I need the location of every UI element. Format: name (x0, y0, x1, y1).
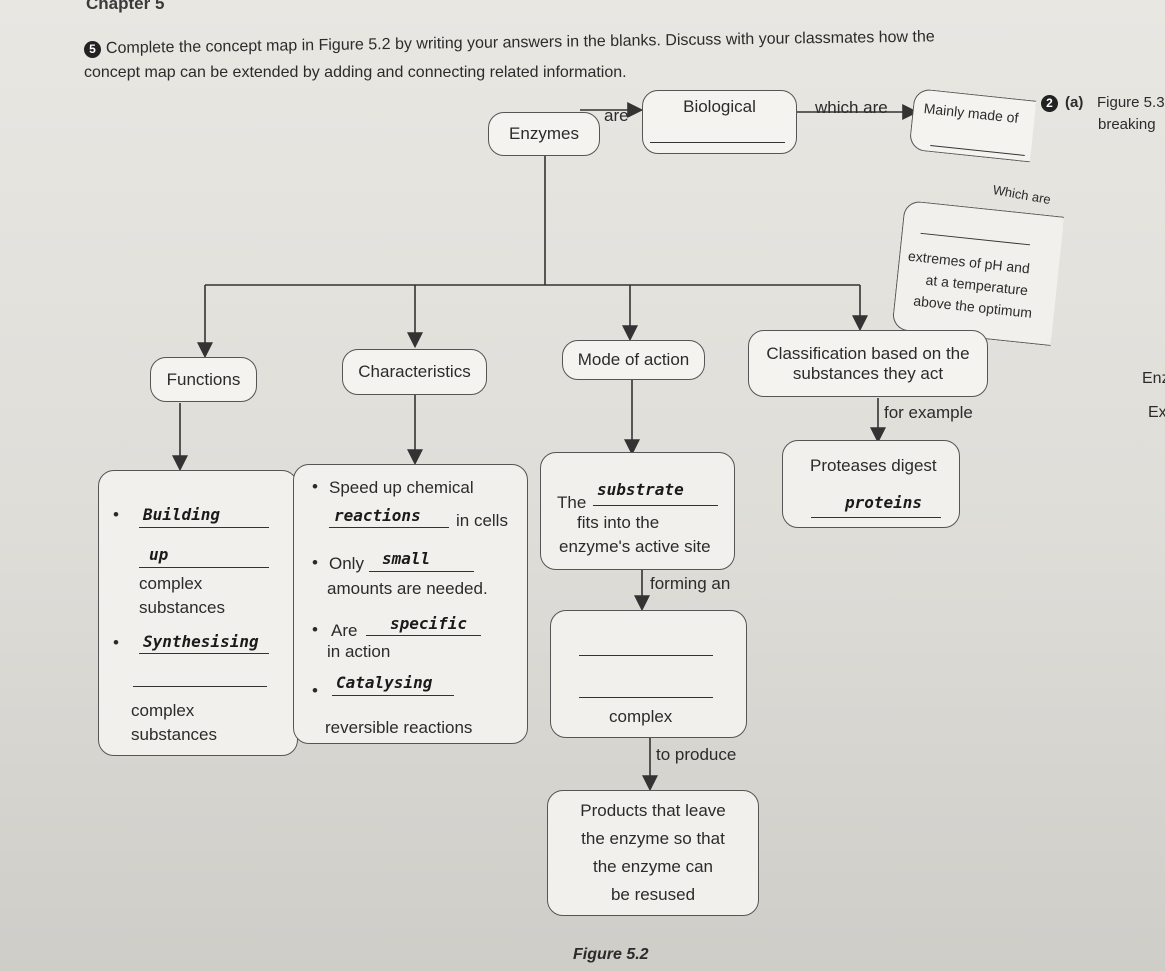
for-example-label: for example (884, 403, 973, 422)
char-answer-catalysing: Catalysing (336, 673, 433, 692)
enzymes-node: Enzymes (488, 112, 600, 156)
functions-node: Functions (150, 357, 257, 402)
to-produce-label: to produce (656, 745, 737, 764)
functions-empty-blank (133, 686, 267, 687)
classification-node: Classification based on the substances t… (748, 330, 988, 397)
functions-box: • Building up complex substances • Synth… (98, 470, 298, 756)
characteristics-box: • Speed up chemical reactions in cells •… (293, 464, 528, 744)
bullet: • (113, 505, 119, 524)
products-box: Products that leave the enzyme so that t… (547, 790, 759, 916)
mode-answer-substrate: substrate (597, 480, 684, 499)
biological-blank (650, 142, 785, 143)
proteases-answer-proteins: proteins (845, 493, 923, 512)
question-number: 5 (89, 42, 96, 56)
extremes-blank (920, 232, 1031, 246)
functions-answer-up: up (149, 545, 169, 564)
char-answer-reactions: reactions (334, 506, 421, 525)
side-breaking: breaking (1098, 116, 1156, 133)
chapter-label: Chapter 5 (86, 0, 165, 13)
side-question-badge: 2 (1041, 95, 1058, 112)
functions-answer-building: Building (143, 505, 221, 524)
are-link-label: are (604, 106, 629, 125)
mode-of-action-node: Mode of action (562, 340, 705, 380)
forming-an-label: forming an (650, 574, 731, 593)
mode-of-action-box: The substrate fits into the enzyme's act… (540, 452, 735, 570)
complex-blank-1 (579, 655, 713, 656)
question-number-badge: 5 (84, 41, 101, 58)
figure-caption: Figure 5.2 (573, 946, 649, 963)
extremes-node: extremes of pH and at a temperature abov… (891, 200, 1065, 347)
side-cut-ex: Ex (1148, 404, 1165, 421)
complex-box: complex (550, 610, 747, 738)
char-answer-specific: specific (390, 614, 468, 633)
char-answer-small: small (382, 549, 431, 568)
bullet: • (113, 633, 119, 652)
side-part-label: (a) (1065, 94, 1084, 111)
proteases-box: Proteases digest proteins (782, 440, 960, 528)
instruction-line-2: concept map can be extended by adding an… (84, 64, 627, 81)
biological-node: Biological (642, 90, 797, 154)
side-figure-ref: Figure 5.3 (1097, 94, 1165, 111)
which-are-link-label: which are (815, 98, 888, 117)
functions-answer-synthesising: Synthesising (143, 632, 259, 651)
characteristics-node: Characteristics (342, 349, 487, 395)
complex-blank-2 (579, 697, 713, 698)
mainly-made-of-node: Mainly made of (908, 88, 1037, 163)
side-cut-enz: Enz (1142, 370, 1165, 387)
